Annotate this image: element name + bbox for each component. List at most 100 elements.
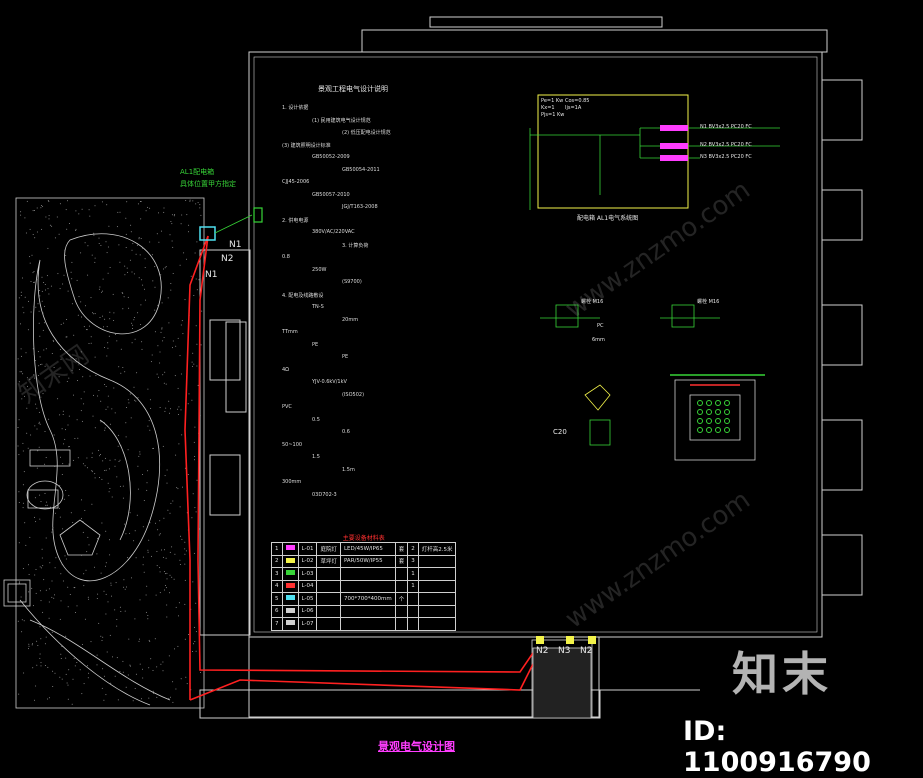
hatch-dot: [143, 571, 145, 573]
hatch-dot: [54, 567, 56, 569]
hatch-dot: [158, 534, 160, 536]
conduit-dot: [715, 400, 721, 406]
hatch-dot: [52, 527, 54, 529]
hatch-dot: [26, 432, 28, 434]
hatch-dot: [63, 443, 65, 445]
hatch-dot: [73, 587, 75, 589]
hatch-dot: [129, 259, 131, 261]
hatch-dot: [45, 504, 47, 506]
hatch-dot: [145, 594, 147, 596]
legend-cell-code: L-04: [297, 579, 318, 593]
hatch-dot: [119, 261, 121, 263]
hatch-dot: [51, 580, 53, 582]
hatch-dot: [133, 319, 135, 321]
hatch-dot: [165, 585, 166, 586]
hatch-dot: [184, 541, 186, 543]
hatch-dot: [18, 297, 20, 299]
hatch-dot: [44, 305, 46, 307]
hatch-dot: [45, 589, 47, 591]
legend-cell-note: [417, 554, 457, 568]
hatch-dot: [163, 337, 165, 338]
hatch-dot: [32, 348, 34, 350]
hatch-dot: [103, 326, 104, 328]
hatch-dot: [130, 231, 132, 233]
hatch-dot: [127, 271, 129, 273]
hatch-dot: [104, 384, 106, 385]
hatch-dot: [41, 276, 43, 278]
hatch-dot: [35, 521, 37, 523]
hatch-dot: [28, 574, 30, 575]
hatch-dot: [133, 540, 135, 542]
hatch-dot: [135, 557, 137, 559]
hatch-dot: [34, 425, 36, 427]
hatch-dot: [196, 365, 198, 367]
hatch-dot: [156, 551, 158, 552]
hatch-dot: [45, 457, 47, 458]
hatch-dot: [168, 400, 170, 402]
hatch-dot: [118, 244, 120, 246]
hatch-dot: [102, 278, 104, 280]
hatch-dot: [159, 533, 161, 535]
hatch-dot: [65, 429, 66, 431]
hatch-dot: [24, 522, 26, 524]
hatch-dot: [184, 553, 186, 555]
conduit-dot: [715, 409, 721, 415]
hatch-dot: [128, 638, 130, 640]
hatch-dot: [125, 247, 127, 248]
hatch-dot: [111, 595, 112, 597]
hatch-dot: [185, 550, 187, 552]
hatch-dot: [152, 280, 154, 282]
hatch-dot: [21, 355, 22, 357]
hatch-dot: [198, 528, 200, 530]
hatch-dot: [156, 696, 158, 698]
hatch-dot: [58, 233, 60, 235]
hatch-dot: [78, 213, 80, 215]
hatch-dot: [158, 241, 160, 243]
hatch-dot: [102, 668, 104, 670]
detail-label-pc: PC: [597, 323, 604, 329]
hatch-dot: [59, 618, 61, 620]
hatch-dot: [199, 207, 201, 209]
hatch-dot: [196, 479, 198, 481]
notes-line: YJV-0.6kV/1kV: [312, 379, 347, 385]
hatch-dot: [164, 267, 166, 269]
hatch-dot: [140, 304, 142, 306]
hatch-dot: [85, 329, 87, 331]
hatch-dot: [141, 698, 142, 700]
hatch-dot: [37, 450, 39, 452]
hatch-dot: [71, 278, 73, 280]
hatch-dot: [34, 699, 35, 701]
hatch-dot: [36, 664, 38, 666]
legend-cell-unit: [394, 617, 409, 631]
hatch-dot: [109, 267, 111, 268]
hatch-dot: [49, 224, 51, 226]
hatch-dot: [115, 582, 117, 584]
hatch-dot: [30, 281, 32, 282]
notes-line: 250W: [312, 266, 327, 273]
hatch-dot: [139, 453, 141, 455]
hatch-dot: [148, 639, 150, 641]
hatch-dot: [59, 349, 61, 350]
legend-cell-name: 庭院灯: [316, 542, 341, 556]
hatch-dot: [96, 654, 98, 656]
hatch-dot: [29, 262, 31, 264]
hatch-dot: [22, 373, 24, 375]
hatch-dot: [124, 523, 126, 525]
hatch-dot: [125, 436, 127, 438]
legend-symbol: [281, 567, 299, 581]
hatch-dot: [147, 388, 149, 390]
hatch-dot: [149, 429, 151, 431]
hatch-dot: [132, 324, 134, 326]
hatch-dot: [30, 311, 32, 313]
hatch-dot: [18, 419, 20, 421]
hatch-dot: [17, 358, 19, 360]
hatch-dot: [197, 384, 199, 386]
hatch-dot: [47, 288, 49, 290]
hatch-dot: [70, 512, 72, 514]
hatch-dot: [193, 552, 195, 554]
hatch-dot: [199, 415, 201, 417]
hatch-dot: [184, 299, 186, 301]
hatch-dot: [80, 301, 82, 303]
hatch-dot: [94, 261, 96, 263]
hatch-dot: [177, 408, 179, 410]
